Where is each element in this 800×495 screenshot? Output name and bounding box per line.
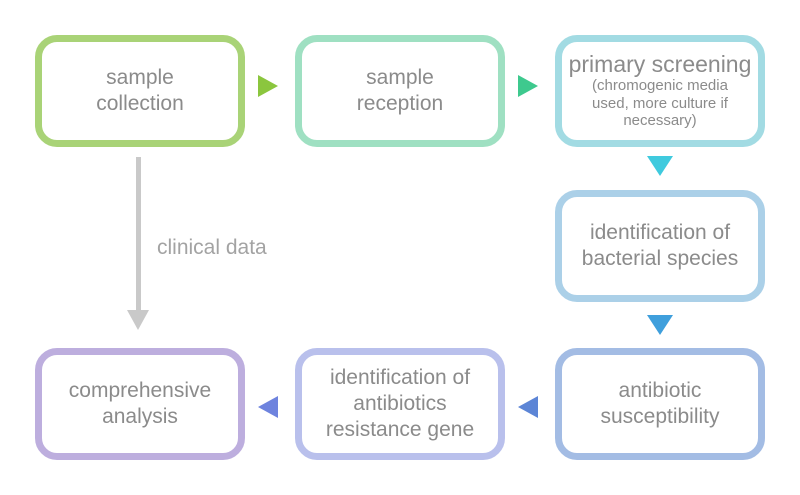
arrow-left-periwinkle-icon xyxy=(258,396,278,418)
node-label: identification of antibiotics resistance… xyxy=(325,365,475,442)
arrow-down-blue-icon xyxy=(647,315,673,335)
node-comprehensive-analysis: comprehensive analysis xyxy=(35,348,245,460)
node-sample-collection: sample collection xyxy=(35,35,245,147)
arrow-down-gray-icon xyxy=(127,310,149,330)
node-antibiotic-susceptibility: antibiotic susceptibility xyxy=(555,348,765,460)
node-primary-screening: primary screening (chromogenic media use… xyxy=(555,35,765,147)
arrow-left-blue-icon xyxy=(518,396,538,418)
clinical-data-arrow-line xyxy=(136,157,141,310)
node-sublabel: (chromogenic media used, more culture if… xyxy=(592,77,728,130)
node-label: antibiotic susceptibility xyxy=(600,378,720,428)
node-label: identification of bacterial species xyxy=(581,220,739,270)
node-label: sample collection xyxy=(96,65,184,115)
arrow-right-emerald-icon xyxy=(518,75,538,97)
clinical-data-label: clinical data xyxy=(157,236,267,259)
node-sample-reception: sample reception xyxy=(295,35,505,147)
node-label: sample reception xyxy=(356,65,444,115)
node-identification-of-bacterial-species: identification of bacterial species xyxy=(555,190,765,302)
node-label: comprehensive analysis xyxy=(68,378,212,428)
node-identification-of-antibiotics-resistance-gene: identification of antibiotics resistance… xyxy=(295,348,505,460)
arrow-right-green-icon xyxy=(258,75,278,97)
arrow-down-cyan-icon xyxy=(647,156,673,176)
node-title: primary screening xyxy=(568,50,752,77)
